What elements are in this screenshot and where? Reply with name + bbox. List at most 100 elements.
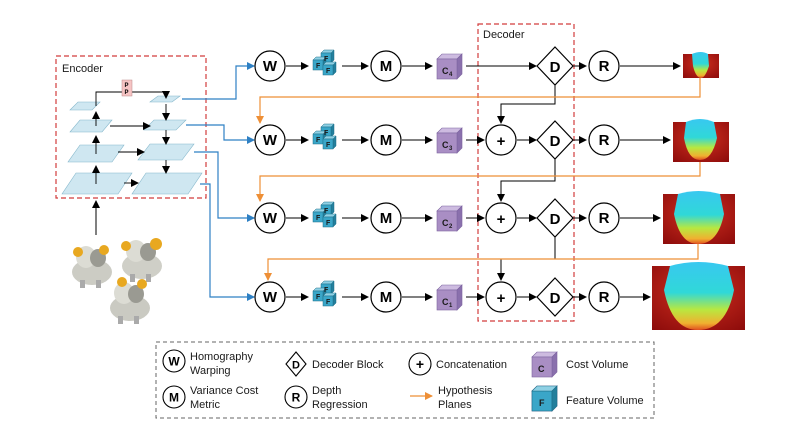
depth-map xyxy=(673,119,729,162)
cost-volume-label: C xyxy=(442,66,449,76)
feature-arrow-level1 xyxy=(200,183,255,301)
legend-warp: W Homography Warping xyxy=(162,349,253,377)
warp-node-label: W xyxy=(263,210,278,227)
svg-text:F: F xyxy=(326,68,331,75)
metric-node xyxy=(370,202,402,234)
cost-volume-subscript: 3 xyxy=(449,146,453,152)
pyramid-plane xyxy=(131,172,203,195)
decoder-label: Decoder xyxy=(483,29,525,41)
feature-arrow-level2 xyxy=(194,151,255,222)
legend-hypothesis: Hypothesis Planes xyxy=(410,385,493,411)
warp-node-label: W xyxy=(263,132,278,149)
svg-text:Depth: Depth xyxy=(312,385,341,397)
pyramid-plane xyxy=(137,143,195,161)
svg-text:F: F xyxy=(326,299,331,306)
svg-text:Homography: Homography xyxy=(190,351,253,363)
pipeline-row-3: W F F F M C 3 xyxy=(254,123,463,156)
legend-cost-volume: C Cost Volume xyxy=(531,351,628,378)
hypothesis-arrow xyxy=(264,244,699,281)
pooling-label-bottom: P xyxy=(125,90,129,96)
hypothesis-arrow xyxy=(256,162,701,202)
svg-text:D: D xyxy=(550,211,561,228)
svg-text:Decoder Block: Decoder Block xyxy=(312,359,384,371)
pooling-box xyxy=(121,79,133,97)
metric-node-label: M xyxy=(380,58,393,75)
encoder-label: Encoder xyxy=(62,63,103,75)
svg-text:D: D xyxy=(550,290,561,307)
concat-node: + xyxy=(485,124,517,156)
svg-text:D: D xyxy=(292,360,300,372)
svg-text:Metric: Metric xyxy=(190,399,220,411)
warp-node xyxy=(254,50,286,82)
pyramid-plane xyxy=(69,101,101,111)
svg-text:F: F xyxy=(316,215,321,222)
legend-feature-volume: F Feature Volume xyxy=(531,385,644,412)
metric-node xyxy=(370,124,402,156)
svg-text:Cost Volume: Cost Volume xyxy=(566,359,628,371)
decoder-block: D xyxy=(536,198,574,238)
decoder-block: D xyxy=(536,46,574,86)
encoder-box xyxy=(55,55,207,199)
svg-text:F: F xyxy=(326,220,331,227)
cost-volume-label: C xyxy=(442,140,449,150)
svg-text:+: + xyxy=(497,211,506,228)
metric-node xyxy=(370,50,402,82)
svg-text:+: + xyxy=(497,290,506,307)
legend-concat: + Concatenation xyxy=(408,352,507,376)
svg-text:R: R xyxy=(599,58,610,75)
svg-text:F: F xyxy=(316,63,321,70)
svg-text:F: F xyxy=(539,398,545,408)
cost-volume-label: C xyxy=(442,297,449,307)
pipeline-row-1: W F F F M C 1 xyxy=(254,280,463,313)
cost-volume-subscript: 1 xyxy=(449,303,453,309)
concat-node: + xyxy=(485,202,517,234)
pooling-label-top: P xyxy=(125,83,129,89)
svg-text:F: F xyxy=(326,142,331,149)
concat-node: + xyxy=(485,281,517,313)
input-images xyxy=(72,238,162,324)
warp-node xyxy=(254,202,286,234)
feature-arrow-level4 xyxy=(182,62,255,100)
warp-node xyxy=(254,124,286,156)
cost-volume-subscript: 4 xyxy=(449,72,453,78)
depth-map xyxy=(652,262,745,330)
svg-text:Concatenation: Concatenation xyxy=(436,359,507,371)
depth-map xyxy=(663,191,735,244)
svg-text:Regression: Regression xyxy=(312,399,368,411)
svg-text:R: R xyxy=(599,210,610,227)
feature-arrow-level3 xyxy=(186,124,255,144)
warp-node-label: W xyxy=(263,289,278,306)
pyramid-plane xyxy=(143,119,187,131)
regression-node: R xyxy=(588,124,620,156)
legend-regression: R Depth Regression xyxy=(284,385,368,411)
decoder-block: D xyxy=(536,277,574,317)
svg-text:W: W xyxy=(168,355,180,369)
legend-decoder: D Decoder Block xyxy=(285,351,384,377)
decoder-box xyxy=(477,23,575,322)
svg-text:Hypothesis: Hypothesis xyxy=(438,385,493,397)
svg-text:Feature Volume: Feature Volume xyxy=(566,395,644,407)
svg-text:F: F xyxy=(324,130,329,137)
svg-text:+: + xyxy=(497,133,506,150)
svg-text:Variance Cost: Variance Cost xyxy=(190,385,258,397)
metric-node-label: M xyxy=(380,210,393,227)
feature-volume: F F F xyxy=(312,49,337,76)
decoder-block: D xyxy=(536,120,574,160)
svg-text:F: F xyxy=(316,137,321,144)
feature-volume: F F F xyxy=(312,123,337,150)
pipeline-row-2: W F F F M C 2 xyxy=(254,201,463,234)
cost-volume-subscript: 2 xyxy=(449,224,453,230)
svg-text:C: C xyxy=(538,364,545,374)
legend-metric: M Variance Cost Metric xyxy=(162,385,258,411)
svg-text:Planes: Planes xyxy=(438,399,472,411)
svg-text:F: F xyxy=(324,56,329,63)
metric-node xyxy=(370,281,402,313)
svg-text:D: D xyxy=(550,59,561,76)
pipeline-row-4: W F F F M C 4 xyxy=(254,49,463,82)
svg-text:M: M xyxy=(169,391,179,405)
svg-text:+: + xyxy=(416,356,424,372)
svg-text:D: D xyxy=(550,133,561,150)
feature-volume: F F F xyxy=(312,201,337,228)
regression-node: R xyxy=(588,50,620,82)
